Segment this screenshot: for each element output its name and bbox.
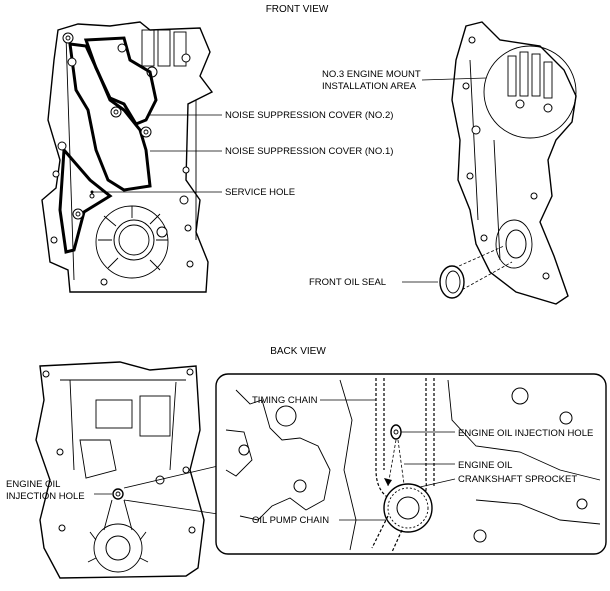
label-service-hole: SERVICE HOLE [225, 187, 295, 198]
back-oil-injection-hole [112, 488, 124, 500]
label-engine-oil: ENGINE OIL [458, 460, 512, 471]
label-timing-chain: TIMING CHAIN [252, 395, 318, 406]
back-view-callouts: ENGINE OIL INJECTION HOLE TIMING CHAIN E… [6, 395, 593, 526]
label-engine-oil-injection-hole-left-line2: INJECTION HOLE [6, 491, 85, 502]
engine-mount-area-circle [483, 45, 577, 139]
label-crankshaft-sprocket: CRANKSHAFT SPROCKET [458, 474, 577, 485]
detail-oil-injection-hole [390, 424, 402, 440]
label-engine-mount-line2: INSTALLATION AREA [322, 81, 417, 92]
label-engine-oil-injection-hole-left-line1: ENGINE OIL [6, 479, 60, 490]
zoom-line-top [123, 465, 219, 489]
front-view-title: FRONT VIEW [266, 4, 329, 15]
oil-pump-chain [371, 515, 403, 553]
back-view-title: BACK VIEW [270, 346, 326, 357]
timing-chain [375, 378, 393, 501]
label-noise-suppression-cover-1: NOISE SUPPRESSION COVER (NO.1) [225, 146, 393, 157]
label-noise-suppression-cover-2: NOISE SUPPRESSION COVER (NO.2) [225, 110, 393, 121]
front-view-callouts: NOISE SUPPRESSION COVER (NO.2) NOISE SUP… [90, 69, 487, 288]
back-view-cover-illustration [35, 361, 205, 579]
front-view-cover-illustration [41, 21, 214, 293]
front-view-side-illustration [439, 21, 577, 305]
label-engine-mount-line1: NO.3 ENGINE MOUNT [322, 69, 421, 80]
noise-suppression-cover-1 [68, 42, 152, 192]
label-front-oil-seal: FRONT OIL SEAL [309, 277, 386, 288]
zoom-line-bottom [123, 499, 219, 515]
label-oil-pump-chain: OIL PUMP CHAIN [252, 515, 329, 526]
label-engine-oil-injection-hole: ENGINE OIL INJECTION HOLE [458, 428, 593, 439]
